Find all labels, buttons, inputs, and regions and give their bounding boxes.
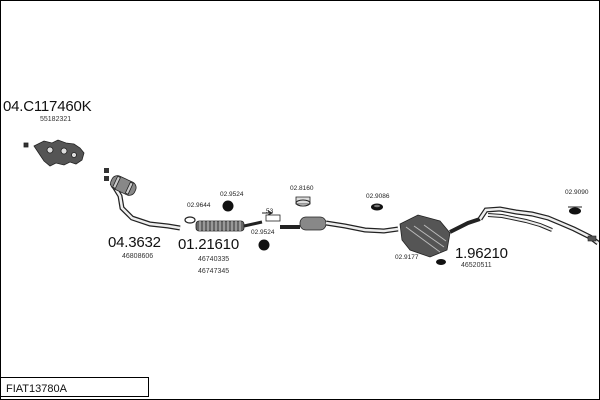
flex-pipe-part[interactable] (195, 210, 274, 232)
manifold-oe: 55182321 (40, 116, 72, 123)
accessory-label-02-9086: 02.9086 (366, 193, 390, 200)
gasket-02-9524-bottom[interactable] (258, 239, 270, 251)
exhaust-manifold-part[interactable] (23, 139, 85, 167)
front-pipe-oe: 46808606 (122, 253, 154, 260)
flex-pipe-oe-2: 46747345 (198, 268, 230, 275)
title-box: FIAT13780A (0, 377, 149, 397)
accessory-label-02-9524-top: 02.9524 (220, 191, 244, 198)
accessory-label-53: 53 (266, 208, 274, 215)
accessory-label-02-8160: 02.8160 (290, 185, 314, 192)
rear-silencer-oe: 46520511 (461, 262, 492, 269)
rubber-mount-02-9086[interactable] (371, 203, 383, 211)
front-pipe-part[interactable] (104, 168, 181, 231)
accessory-label-02-9644: 02.9644 (187, 202, 211, 209)
gasket-53[interactable] (265, 214, 281, 222)
middle-silencer-part[interactable] (280, 216, 399, 234)
diagram-title: FIAT13780A (6, 383, 67, 395)
flex-pipe-oe-1: 46740335 (198, 256, 230, 263)
flex-pipe-code: 01.21610 (178, 236, 239, 253)
rubber-mount-02-9177[interactable] (436, 259, 446, 265)
clamp-02-9644[interactable] (184, 216, 196, 224)
rubber-mount-02-9090[interactable] (568, 206, 582, 215)
accessory-label-02-9177: 02.9177 (395, 254, 419, 261)
accessory-label-02-9090: 02.9090 (565, 189, 589, 196)
gasket-02-9524-top[interactable] (222, 200, 234, 212)
manifold-code: 04.C117460K (3, 98, 92, 115)
accessory-label-02-9524-bottom: 02.9524 (251, 229, 275, 236)
rear-silencer-part[interactable] (399, 214, 481, 258)
bracket-02-8160[interactable] (295, 196, 311, 207)
front-pipe-code: 04.3632 (108, 234, 161, 251)
tail-pipe-part[interactable] (477, 206, 600, 245)
rear-silencer-code: 1.96210 (455, 245, 508, 262)
